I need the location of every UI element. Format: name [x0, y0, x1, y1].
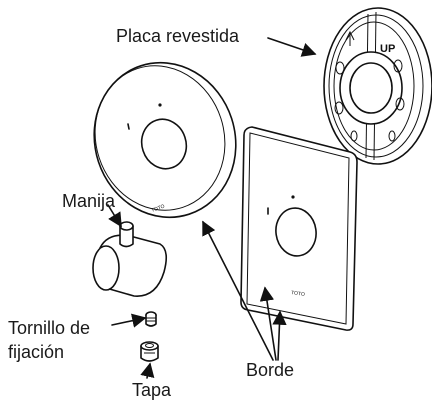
round-escutcheon-mark: TOTO — [151, 204, 166, 214]
label-manija: Manija — [62, 191, 116, 211]
tornillo-drawing — [145, 311, 157, 327]
label-borde: Borde — [246, 360, 295, 380]
leader-tornillo — [111, 313, 147, 328]
label-tapa: Tapa — [132, 380, 172, 400]
tapa-drawing — [140, 341, 159, 362]
manija-drawing — [92, 221, 168, 297]
leader-placa — [267, 37, 317, 57]
leader-tapa — [140, 362, 155, 379]
label-placa-revestida: Placa revestida — [116, 26, 240, 46]
leader-borde-round — [202, 220, 274, 361]
square-escutcheon-mark: TOTO — [291, 290, 306, 298]
placa-up-mark: UP — [380, 43, 395, 55]
round-escutcheon-drawing: TOTO — [93, 61, 237, 219]
square-escutcheon-drawing: TOTO — [240, 126, 358, 331]
leader-borde-square-2 — [272, 310, 287, 361]
label-tornillo-line1: Tornillo de — [8, 318, 91, 338]
placa-revestida-drawing: UP — [323, 7, 432, 165]
label-tornillo-line2: fijación — [8, 342, 65, 362]
leader-borde-square — [259, 286, 277, 361]
leader-manija — [107, 204, 122, 228]
